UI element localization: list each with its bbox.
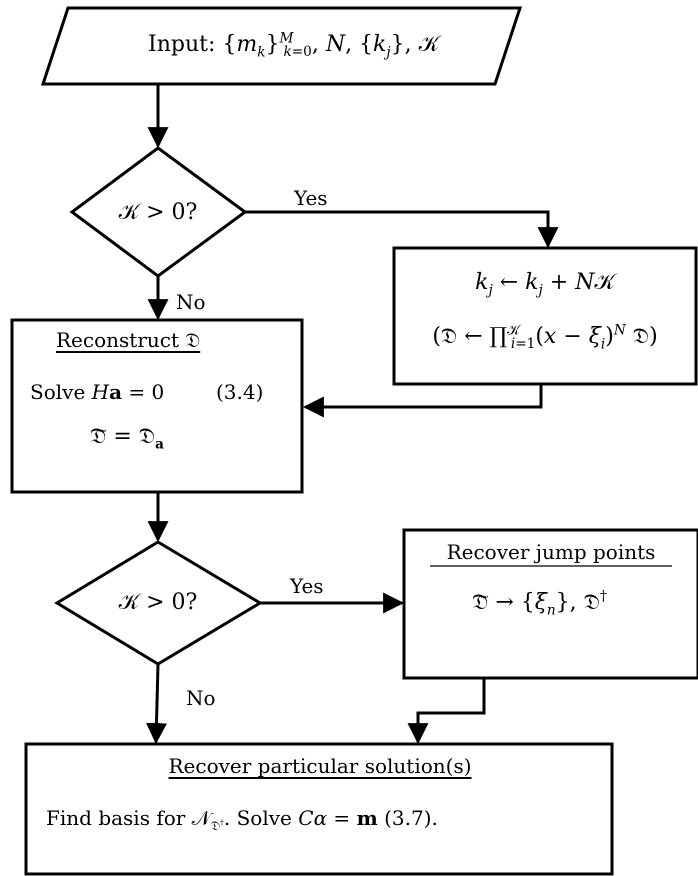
update-k-line1: kj ← kj + N𝒦 [475, 270, 615, 299]
input-text: Input: {mk}Mk=0, N, {kj}, 𝒦 [148, 30, 440, 61]
no2-label: No [186, 686, 216, 710]
arrow-jump-to-particular [407, 678, 486, 745]
arrow-no2 [145, 663, 167, 745]
yes1-label: Yes [294, 186, 328, 210]
recover-jump-line1: 𝔇̃ → {ξn}, 𝔇† [472, 588, 607, 619]
reconstruct-ref1: (3.4) [216, 380, 264, 404]
yes2-label: Yes [290, 574, 324, 598]
reconstruct-line1: Solve Ha = 0 [30, 380, 165, 404]
reconstruct-title: Reconstruct 𝔇 [56, 328, 201, 352]
recover-particular-line1: Find basis for 𝒩𝔇†. Solve Cα = m (3.7). [46, 806, 438, 833]
recover-particular-box [24, 742, 614, 876]
input-label: Input: {mk}Mk=0, N, {kj}, 𝒦 [148, 30, 440, 61]
recover-jump-title: Recover jump points [446, 540, 656, 564]
recover-particular-title: Recover particular solution(s) [168, 754, 472, 778]
decision1-text: 𝒦 > 0? [118, 200, 198, 225]
decision2-text: 𝒦 > 0? [118, 590, 198, 615]
input-parallelogram [40, 6, 523, 86]
reconstruct-line2: 𝔇̃ = 𝔇a [90, 424, 164, 453]
update-k-line2: (𝔇 ← ∏𝒦i=1(x − ξi)N 𝔇) [432, 322, 658, 353]
arrow-yes1 [245, 210, 559, 249]
no1-label: No [176, 290, 206, 314]
update-k-box [392, 246, 698, 386]
arrow-update-to-reconstruct [302, 384, 543, 418]
